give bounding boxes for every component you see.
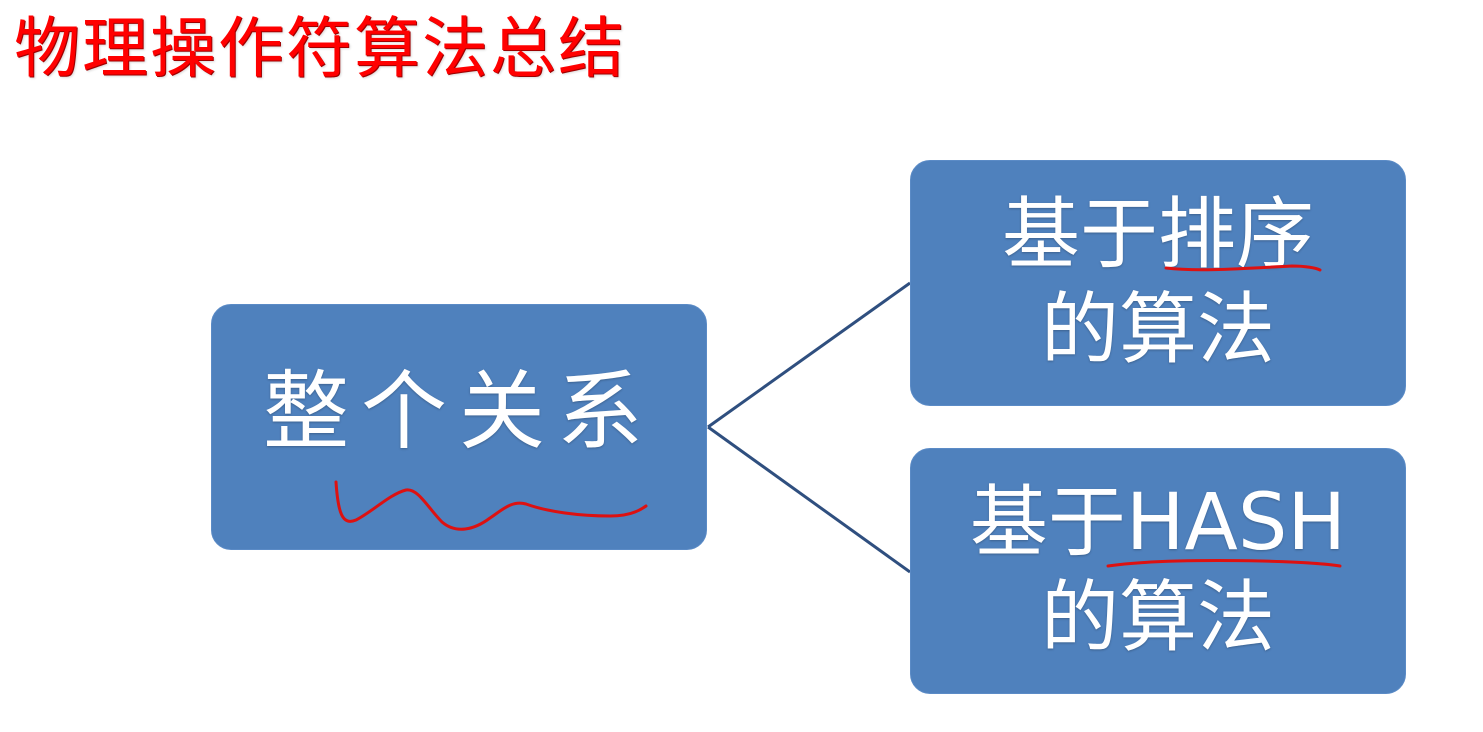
node-sort-based-text: 基于排序 的算法 bbox=[1002, 188, 1314, 378]
node-hash-based-text: 基于HASH 的算法 bbox=[970, 476, 1346, 666]
node-hash-based-algorithms: 基于HASH 的算法 bbox=[910, 448, 1406, 694]
node-hash-based-line1: 基于HASH bbox=[969, 477, 1347, 568]
node-sort-based-line1: 基于排序 bbox=[1001, 189, 1314, 280]
slide-title: 物理操作符算法总结 bbox=[14, 10, 626, 87]
connector-to-sort-node bbox=[707, 281, 911, 429]
connector-to-hash-node bbox=[707, 425, 911, 574]
node-sort-based-algorithms: 基于排序 的算法 bbox=[910, 160, 1406, 406]
node-sort-based-line2: 的算法 bbox=[1040, 285, 1275, 375]
node-whole-relation: 整个关系 bbox=[211, 304, 707, 550]
node-whole-relation-label: 整个关系 bbox=[263, 361, 655, 462]
node-hash-based-line2: 的算法 bbox=[1040, 573, 1275, 663]
